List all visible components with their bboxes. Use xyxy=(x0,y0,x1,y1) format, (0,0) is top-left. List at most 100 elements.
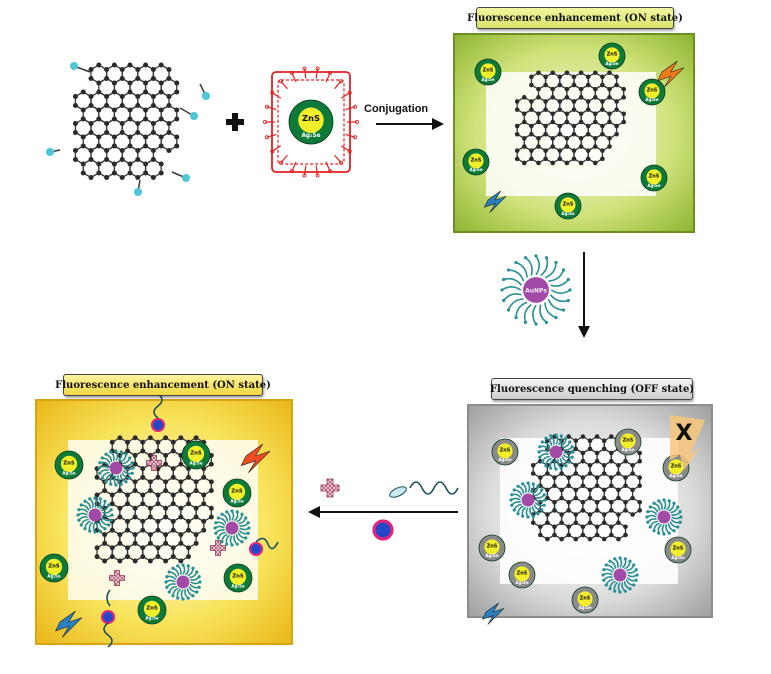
qd-on-bottom-1: ZnS Ag₂Se xyxy=(181,440,211,470)
qd-shell-label: Ag₂Se xyxy=(469,167,483,172)
terminal-atom xyxy=(133,187,143,197)
lightning-icon xyxy=(657,60,685,88)
lightning-icon xyxy=(481,602,505,625)
aunp-on-bottom-1 xyxy=(76,496,114,534)
antigen-icon xyxy=(372,519,394,541)
qd-shell-label: Ag₂Se xyxy=(301,133,320,139)
aunp-off-3 xyxy=(601,556,639,594)
aunp-off-2 xyxy=(645,498,683,536)
qd-off-4: ZnS Ag₂Se xyxy=(664,536,692,564)
qd-core-label: ZnS xyxy=(623,437,634,443)
aunp-on-bottom-2 xyxy=(213,509,251,547)
qd-core-label: ZnS xyxy=(487,543,498,549)
terminal-atom xyxy=(181,173,191,183)
qd-core-label: ZnS xyxy=(471,157,482,163)
qd-shell-label: Ag₂Se xyxy=(671,555,685,560)
cross-target-icon xyxy=(146,455,162,471)
qd-core-label: ZnS xyxy=(48,563,60,569)
qd-core-label: ZnS xyxy=(483,67,494,73)
qd-core-label: ZnS xyxy=(500,447,511,453)
qd-core-label: ZnS xyxy=(231,488,243,494)
qd-on-bottom-4: ZnS Ag₂Se xyxy=(223,563,253,593)
qd-on-bottom-3: ZnS Ag₂Se xyxy=(39,553,69,583)
qd-on-top-5: ZnS Ag₂Se xyxy=(554,192,582,220)
off-state-label: Fluorescence quenching (OFF state) xyxy=(490,378,694,400)
aunp-off-1 xyxy=(509,481,547,519)
qd-core-label: ZnS xyxy=(649,173,660,179)
qd-core-label: ZnS xyxy=(671,463,682,469)
graphene-sheet-off xyxy=(530,434,643,542)
qd-shell-label: Ag₂Se xyxy=(145,616,159,621)
qd-shell-label: Ag₂Se xyxy=(231,584,245,589)
polymer-qd-layer xyxy=(262,66,359,178)
graphene-layer xyxy=(45,61,643,564)
aunp-on-bottom-0 xyxy=(97,449,135,487)
aunp-reagent: AuNPs xyxy=(500,254,572,326)
plus-icon xyxy=(226,113,244,131)
antibody-strand-icon xyxy=(106,589,111,607)
quench-mark: X xyxy=(676,421,693,446)
qd-shell-label: Ag₂Se xyxy=(645,97,659,102)
qd-off-5: ZnS Ag₂Se xyxy=(571,586,599,614)
qd-core-label: ZnS xyxy=(232,573,244,579)
antigen-icon xyxy=(248,541,264,557)
qd-shell-label: Ag₂Se xyxy=(47,574,61,579)
cross-target-icon xyxy=(210,540,226,556)
qd-shell-label: Ag₂Se xyxy=(515,580,529,585)
qd-core-label: ZnS xyxy=(563,201,574,207)
qd-shell-label: Ag₂Se xyxy=(485,553,499,558)
graphene-sheet-reactant xyxy=(45,61,211,197)
qd-core-label: ZnS xyxy=(190,450,202,456)
qd-shell-label: Ag₂Se xyxy=(62,471,76,476)
aunp-off-0 xyxy=(537,433,575,471)
qd-core-label: ZnS xyxy=(673,545,684,551)
qd-on-top-3: ZnS Ag₂Se xyxy=(462,148,490,176)
arrow-down-icon xyxy=(578,252,590,338)
terminal-atom xyxy=(69,61,79,71)
on-state-label-bottom: Fluorescence enhancement (ON state) xyxy=(55,374,271,396)
gold-nanoparticle-layer: AuNPs xyxy=(76,254,683,601)
on-state-inner-top xyxy=(486,72,656,196)
aunp-label: AuNPs xyxy=(525,288,547,295)
arrow-right-icon xyxy=(376,118,444,130)
qd-shell-label: Ag₂Se xyxy=(621,447,635,452)
quantum-dot-layer: ZnSAg₂SeZnSAg₂SeZnSAg₂SeZnSAg₂SeZnSAg₂Se… xyxy=(39,42,692,625)
terminal-atom xyxy=(201,91,211,101)
qd-on-top-2: ZnS Ag₂Se xyxy=(638,78,666,106)
qd-core-label: ZnS xyxy=(580,595,591,601)
on-state-label-top: Fluorescence enhancement (ON state) xyxy=(467,7,683,29)
cross-target-icon xyxy=(320,478,340,498)
qd-off-3: ZnS Ag₂Se xyxy=(478,534,506,562)
qd-on-top-0: ZnS Ag₂Se xyxy=(474,58,502,86)
antibody-strand-icon xyxy=(153,393,163,419)
qd-shell-label: Ag₂Se xyxy=(189,461,203,466)
qd-shell-label: Ag₂Se xyxy=(561,211,575,216)
qd-shell-label: Ag₂Se xyxy=(669,473,683,478)
quench-flash-icon: X xyxy=(670,415,705,470)
antigen-icon xyxy=(150,417,166,433)
aunp-on-bottom-3 xyxy=(164,563,202,601)
qd-core-label: ZnS xyxy=(517,570,528,576)
lightning-icon xyxy=(483,190,507,213)
antibody-strand-icon xyxy=(409,481,459,495)
qd-shell-label: Ag₂Se xyxy=(498,457,512,462)
arrow-left-icon xyxy=(308,506,458,518)
qd-shell-label: Ag₂Se xyxy=(578,605,592,610)
qd-core-label: ZnS xyxy=(607,51,618,57)
lightning-icon xyxy=(55,610,83,638)
graphene-sheet-on-top xyxy=(514,70,627,166)
qd-core-label: ZnS xyxy=(647,87,658,93)
antibody-strand-icon xyxy=(103,622,113,648)
qd-on-bottom-5: ZnS Ag₂Se xyxy=(137,595,167,625)
qd-core-label: ZnS xyxy=(146,605,158,611)
qd-shell-label: Ag₂Se xyxy=(481,77,495,82)
conjugation-label: Conjugation xyxy=(364,103,429,115)
terminal-atom xyxy=(189,111,199,121)
antibody-head-icon xyxy=(389,486,407,498)
